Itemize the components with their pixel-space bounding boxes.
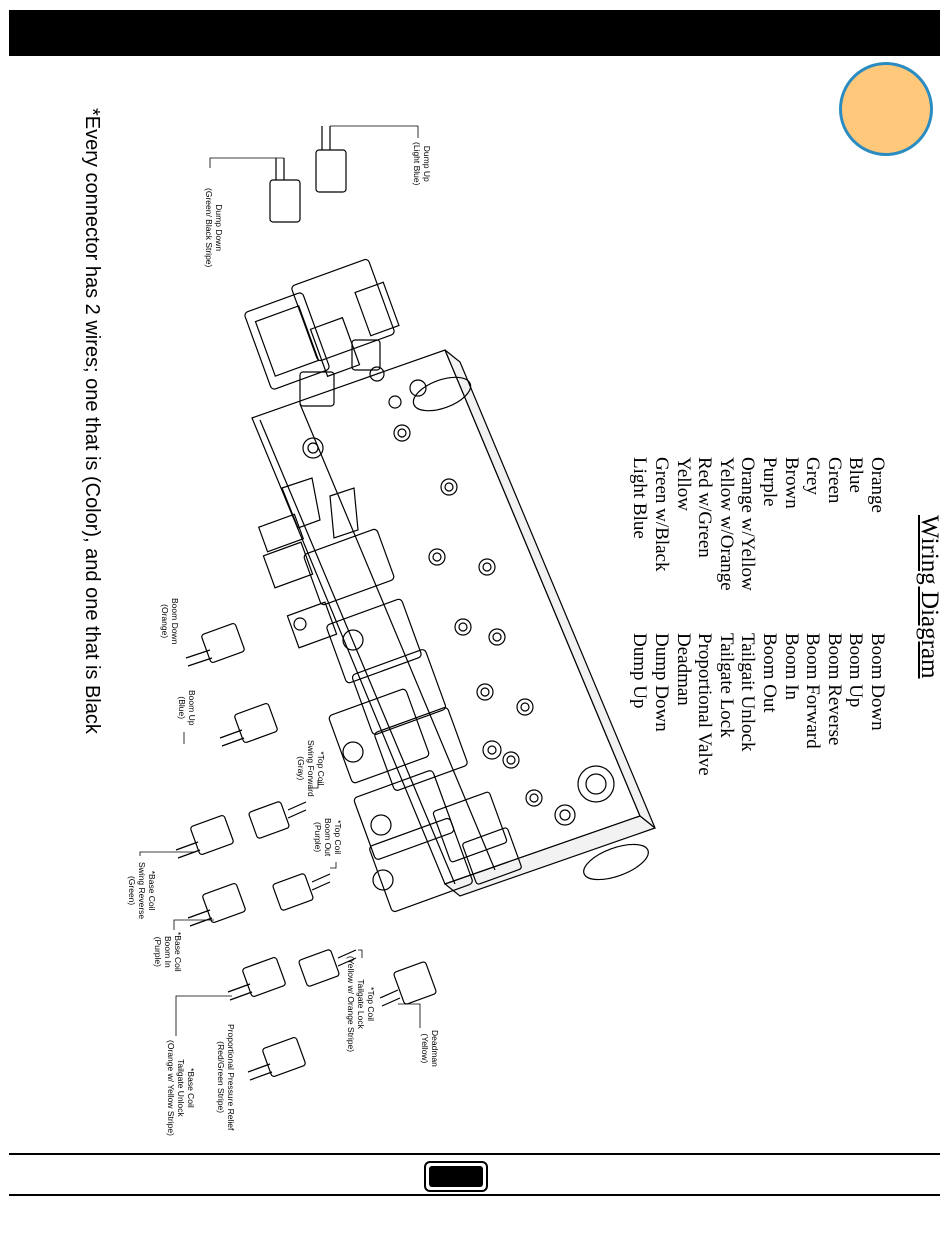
- label-dump-up: Dump Up(Light Blue): [412, 142, 432, 186]
- mounting-lugs: [409, 376, 649, 881]
- manifold-block: [251, 349, 657, 897]
- footer-divider-top: [9, 1153, 940, 1155]
- connector-plugs: [175, 126, 437, 1081]
- solenoid-coils: [303, 528, 522, 913]
- port-holes: [302, 366, 576, 826]
- label-deadman: Deadman(Yellow): [420, 1030, 440, 1067]
- leader-lines: [139, 125, 421, 1036]
- label-boom-down: Boom Down(Orange): [160, 598, 180, 645]
- header-bar: [9, 10, 940, 56]
- label-boom-up: Boom Up(Blue): [177, 690, 197, 726]
- odb-logo-icon: [424, 1161, 488, 1192]
- dump-solenoids: [244, 258, 400, 407]
- cartridge-valves: [257, 477, 359, 649]
- section-badge: [839, 62, 933, 156]
- logo-mark: [429, 1166, 483, 1187]
- footer-divider-bottom: [9, 1194, 940, 1196]
- label-proportional-relief: Proportional Pressure Relief(Red/Green S…: [216, 1024, 236, 1131]
- label-dump-down: Dump Down(Green/ Black Stripe): [204, 188, 224, 268]
